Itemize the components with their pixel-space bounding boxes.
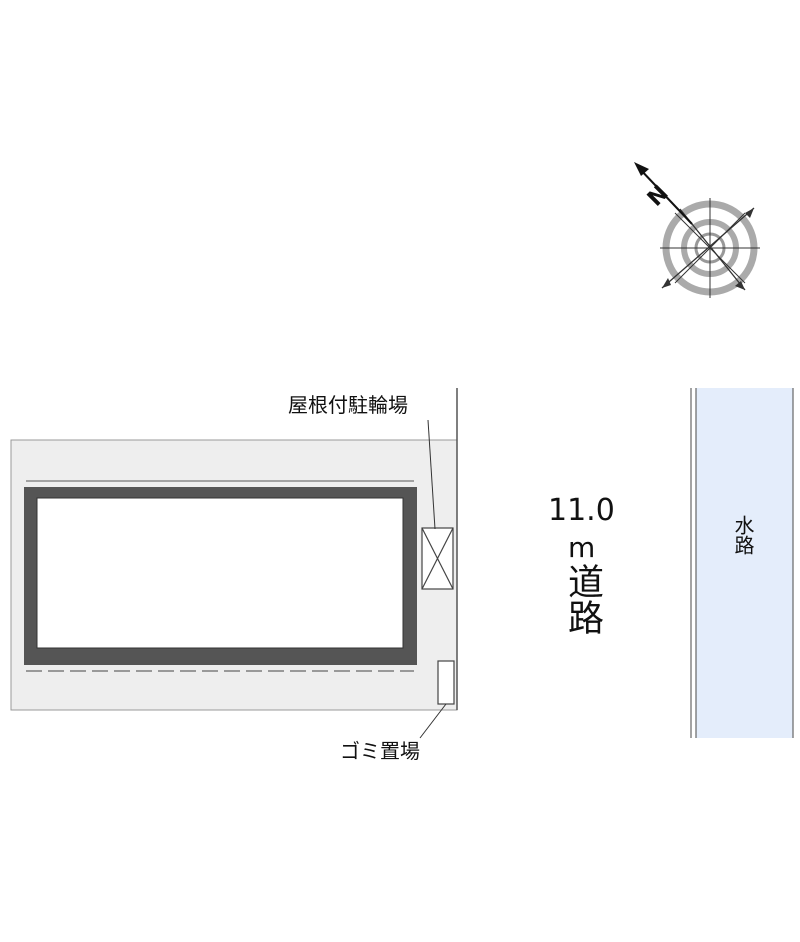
garbage-area-leader-line [419, 703, 447, 739]
waterway-label: 水路 [731, 515, 755, 555]
bicycle-parking-leader-line [427, 419, 436, 530]
garbage-area-label: ゴミ置場 [340, 739, 420, 763]
road-width-label: 11.0 [548, 493, 615, 528]
road-label: 道路 [562, 563, 603, 635]
building-inner [36, 497, 404, 649]
bicycle-parking-icon [421, 527, 454, 590]
waterway [696, 388, 793, 738]
garbage-area-box [437, 660, 455, 705]
bicycle-parking-label: 屋根付駐輪場 [288, 393, 408, 417]
north-arrow-compass-icon: N [634, 162, 760, 298]
road-width-unit-label: m [568, 531, 596, 564]
svg-text:N: N [643, 181, 674, 212]
